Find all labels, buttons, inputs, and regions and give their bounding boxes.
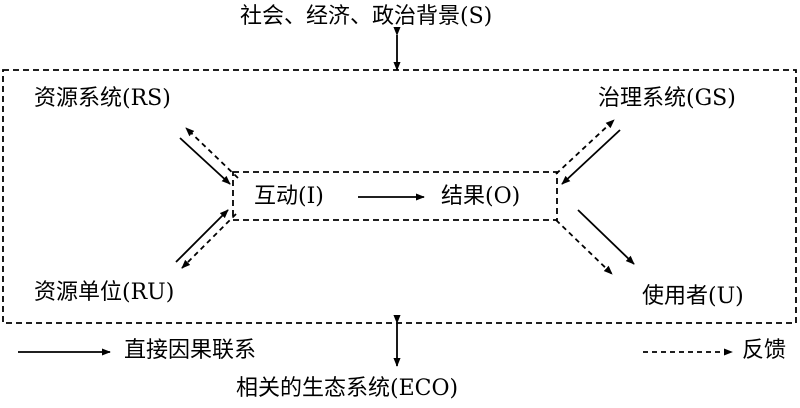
label-resource-units: 资源单位(RU) xyxy=(34,280,175,305)
feedback-interaction-to-ru xyxy=(181,213,237,269)
label-resource-system: 资源系统(RS) xyxy=(34,86,171,111)
feedback-interaction-to-rs xyxy=(185,127,239,179)
label-outcome: 结果(O) xyxy=(441,184,521,209)
arrow-outcome-to-users xyxy=(577,209,635,265)
arrow-rs-to-interaction xyxy=(179,137,231,185)
label-users: 使用者(U) xyxy=(642,284,744,309)
arrow-ru-to-interaction xyxy=(175,209,229,263)
feedback-outcome-to-users xyxy=(555,219,613,275)
feedback-outcome-to-gs xyxy=(555,119,615,175)
label-context-top: 社会、经济、政治背景(S) xyxy=(240,4,493,29)
label-interaction: 互动(I) xyxy=(254,184,324,209)
arrow-gs-to-outcome xyxy=(561,129,621,185)
legend-direct-causal-label: 直接因果联系 xyxy=(124,338,257,363)
label-context-bottom: 相关的生态系统(ECO) xyxy=(236,376,459,401)
label-governance-system: 治理系统(GS) xyxy=(598,86,736,111)
legend-feedback-label: 反馈 xyxy=(742,338,787,363)
